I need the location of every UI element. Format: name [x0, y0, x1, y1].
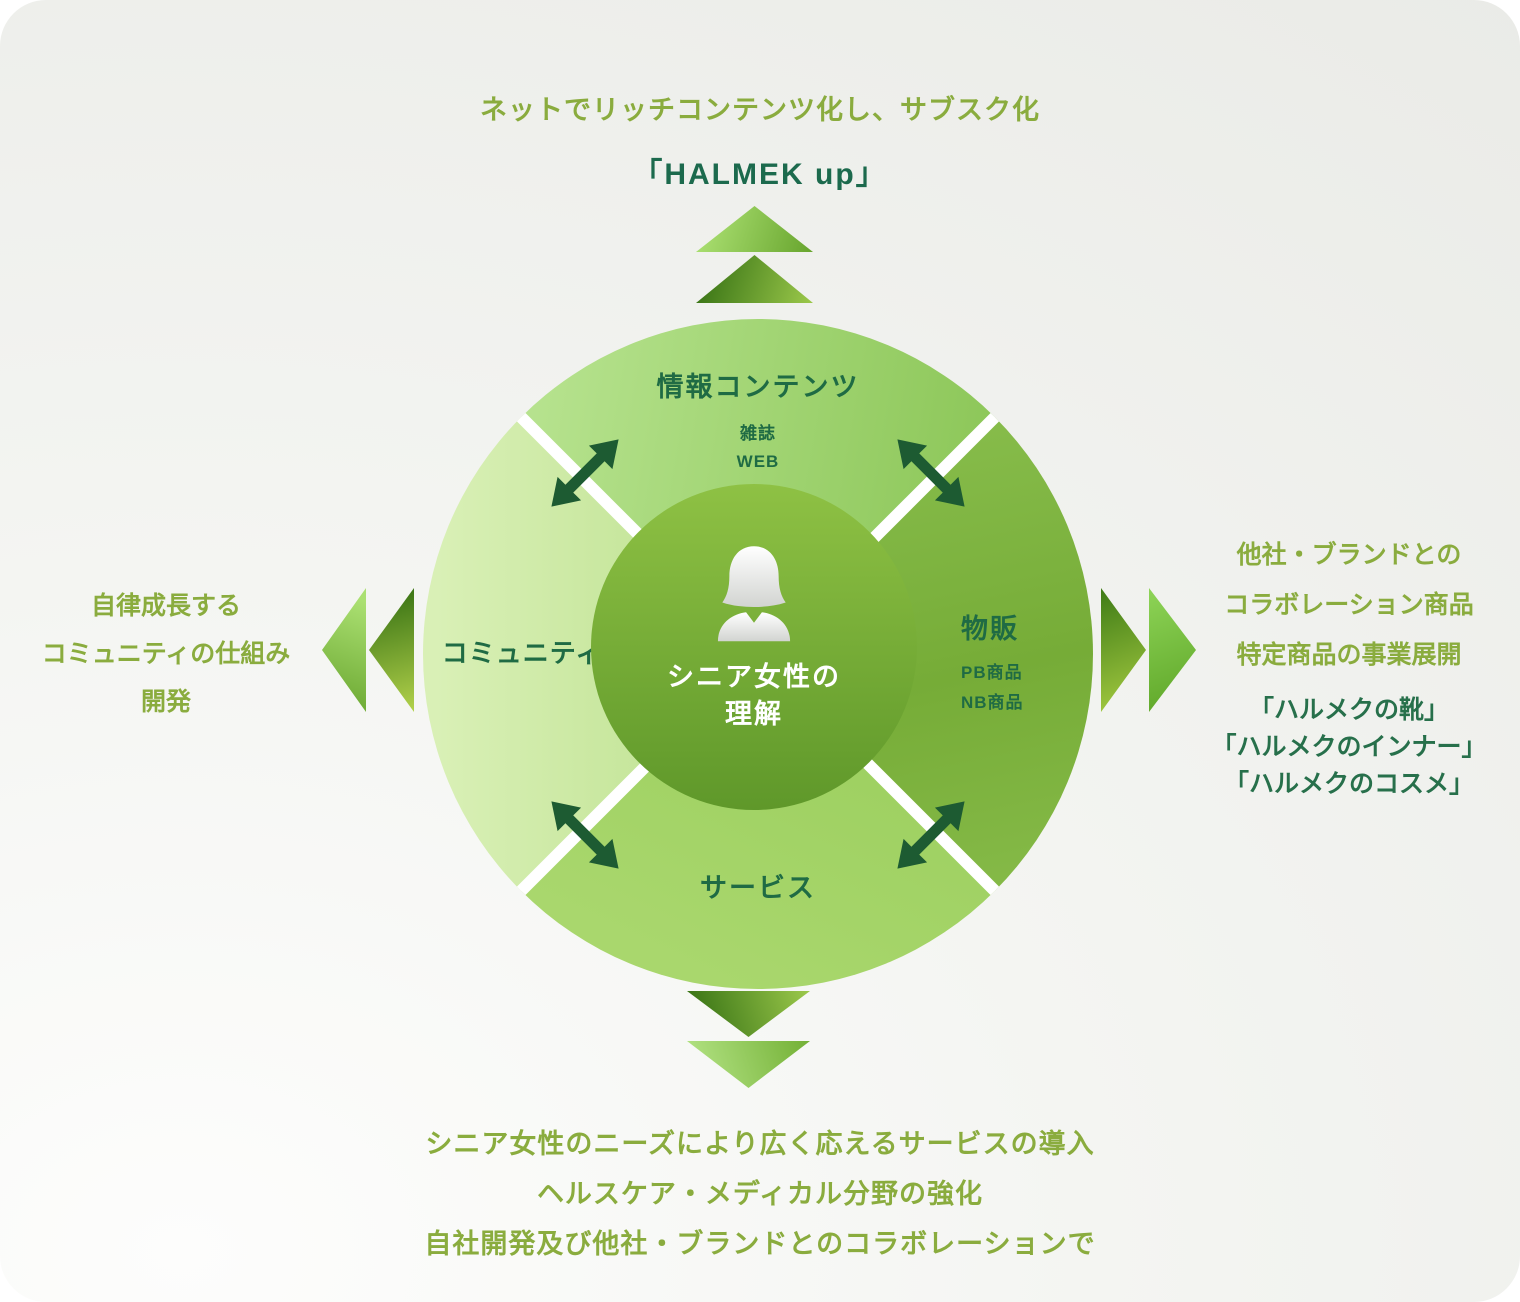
right-caption-line6: 「ハルメクのコスメ」: [1223, 770, 1474, 798]
label-merchandise: 物販 PB商品 NB商品: [961, 607, 1024, 718]
quadrant-left-title: コミュニティ: [441, 638, 603, 668]
top-caption: ネットでリッチコンテンツ化し、サブスク化 「HALMEK up」: [0, 88, 1520, 193]
chevron-left-inner-triangle: [369, 588, 414, 712]
bottom-caption-line2: ヘルスケア・メディカル分野の強化: [536, 1179, 984, 1209]
chevron-down-inner-triangle: [687, 991, 810, 1037]
label-information-content: 情報コンテンツ 雑誌 WEB: [423, 365, 1093, 476]
chevron-up-inner-triangle: [696, 255, 813, 303]
quadrant-top-item-web: WEB: [736, 452, 780, 471]
quadrant-right-item-pb: PB商品: [961, 663, 1023, 682]
label-community: コミュニティ: [431, 633, 613, 670]
quadrant-right-title: 物販: [961, 614, 1019, 644]
double-chevron-down-icon: [687, 991, 810, 1088]
business-model-circle: 情報コンテンツ 雑誌 WEB 物販 PB商品 NB商品 コミュニティ サービス: [423, 319, 1093, 989]
left-caption-line1: 自律成長する: [90, 592, 241, 620]
left-caption-line3: 開発: [140, 688, 191, 716]
double-chevron-left-icon: [322, 588, 414, 712]
right-caption-line2: コラボレーション商品: [1224, 591, 1474, 619]
top-caption-line1: ネットでリッチコンテンツ化し、サブスク化: [480, 95, 1040, 125]
left-caption-line2: コミュニティの仕組み: [41, 640, 291, 668]
center-text-line1: シニア女性の: [667, 662, 841, 692]
label-service: サービス: [423, 866, 1093, 905]
chevron-right-outer-triangle: [1149, 588, 1196, 712]
top-caption-line2: 「HALMEK up」: [632, 158, 888, 191]
right-caption-line1: 他社・ブランドとの: [1236, 541, 1462, 569]
double-chevron-up-icon: [696, 206, 813, 303]
right-caption-line4: 「ハルメクの靴」: [1248, 696, 1449, 724]
quadrant-right-item-nb: NB商品: [961, 693, 1024, 712]
bottom-caption-line3: 自社開発及び他社・ブランドとのコラボレーションで: [424, 1229, 1096, 1259]
quadrant-top-title: 情報コンテンツ: [656, 372, 860, 402]
bottom-caption-line1: シニア女性のニーズにより広く応えるサービスの導入: [425, 1129, 1095, 1159]
double-headed-arrow-icon: [536, 424, 634, 522]
female-person-icon: [717, 546, 791, 642]
left-caption: 自律成長する コミュニティの仕組み 開発: [15, 582, 317, 726]
center-circle-senior-understanding: シニア女性の 理解: [591, 484, 917, 810]
center-text: シニア女性の 理解: [591, 659, 917, 733]
double-chevron-right-icon: [1101, 588, 1196, 712]
double-headed-arrow-icon: [536, 786, 634, 884]
chevron-down-outer-triangle: [687, 1041, 810, 1088]
chevron-up-outer-triangle: [696, 206, 813, 252]
quadrant-bottom-title: サービス: [700, 873, 816, 903]
center-text-line2: 理解: [725, 699, 783, 729]
bottom-caption: シニア女性のニーズにより広く応えるサービスの導入 ヘルスケア・メディカル分野の強…: [0, 1119, 1520, 1269]
double-headed-arrow-icon: [882, 424, 980, 522]
chevron-left-outer-triangle: [322, 588, 366, 712]
right-caption-line5: 「ハルメクのインナー」: [1211, 733, 1487, 761]
chevron-right-inner-triangle: [1101, 588, 1146, 712]
right-caption-line3: 特定商品の事業展開: [1236, 641, 1462, 669]
quadrant-top-item-magazine: 雑誌: [740, 424, 776, 443]
right-caption: 他社・ブランドとの コラボレーション商品 特定商品の事業展開 「ハルメクの靴」 …: [1197, 530, 1501, 803]
double-headed-arrow-icon: [882, 786, 980, 884]
